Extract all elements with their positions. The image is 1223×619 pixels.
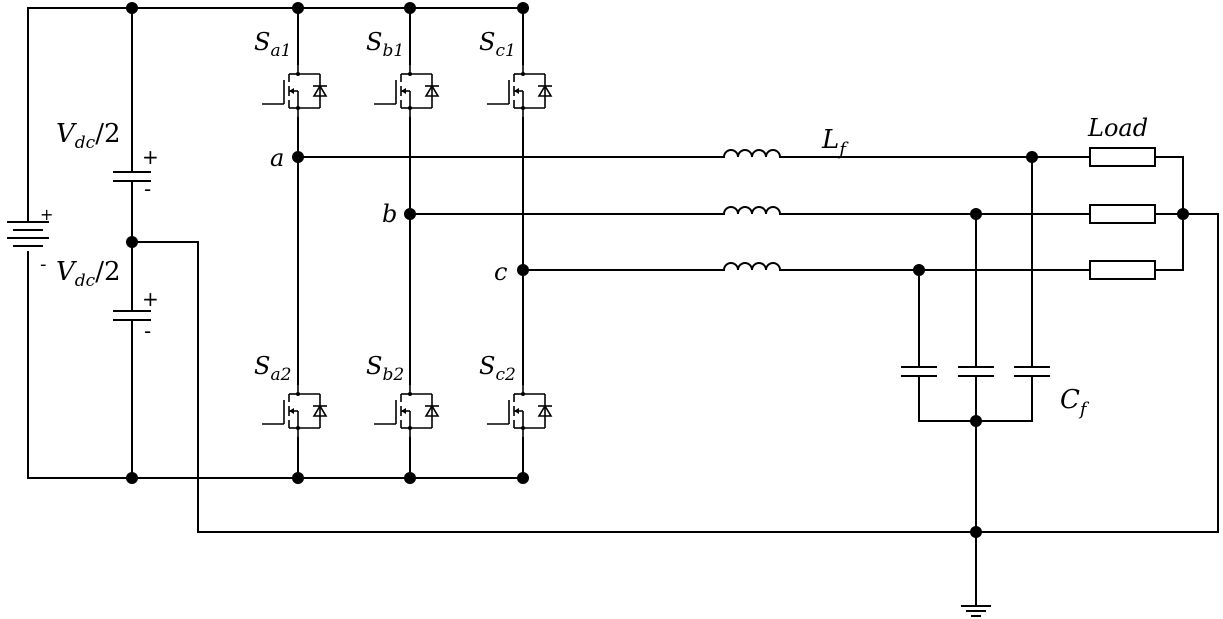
cap-top-plus: +: [142, 145, 159, 169]
battery-plus: +: [40, 205, 53, 224]
cap-bot-plus: +: [142, 287, 159, 311]
inductor-label: Lf: [821, 125, 849, 160]
dc-battery: + -: [7, 7, 53, 477]
label-sc1: Sc1: [479, 28, 516, 61]
label-sb2: Sb2: [366, 352, 404, 385]
dc-capacitor-top: + -: [113, 7, 159, 243]
label-sa2: Sa2: [254, 352, 291, 385]
node-label-b: b: [382, 200, 397, 228]
dc-capacitor-bottom: + -: [113, 241, 159, 479]
label-sa1: Sa1: [254, 28, 291, 61]
vdc-top-label: Vdc/2: [56, 119, 121, 153]
label-sc2: Sc2: [479, 352, 516, 385]
node-label-c: c: [494, 258, 507, 286]
battery-minus: -: [40, 254, 47, 275]
capacitor-label: Cf: [1060, 385, 1090, 420]
switch-sc2: [486, 383, 553, 439]
filter-capacitors: [901, 156, 1050, 606]
junction-dots: [126, 2, 1189, 538]
cap-top-minus: -: [144, 177, 151, 201]
vdc-bottom-label: Vdc/2: [56, 257, 121, 291]
phase-b-line: [409, 206, 1091, 215]
switch-sa2: [261, 383, 328, 439]
label-sb1: Sb1: [366, 28, 404, 61]
switch-sc1: [486, 63, 553, 119]
switch-sa1: [261, 63, 328, 119]
phase-a-line: [297, 149, 1091, 158]
neutral-wire: [131, 213, 1219, 533]
load-label: Load: [1087, 114, 1148, 142]
ground-icon: [961, 605, 991, 617]
cap-bot-minus: -: [144, 319, 151, 343]
node-label-a: a: [270, 144, 284, 172]
switch-sb2: [373, 383, 440, 439]
load-resistors: [1089, 147, 1184, 280]
switch-sb1: [373, 63, 440, 119]
phase-c-line: [522, 262, 1091, 271]
